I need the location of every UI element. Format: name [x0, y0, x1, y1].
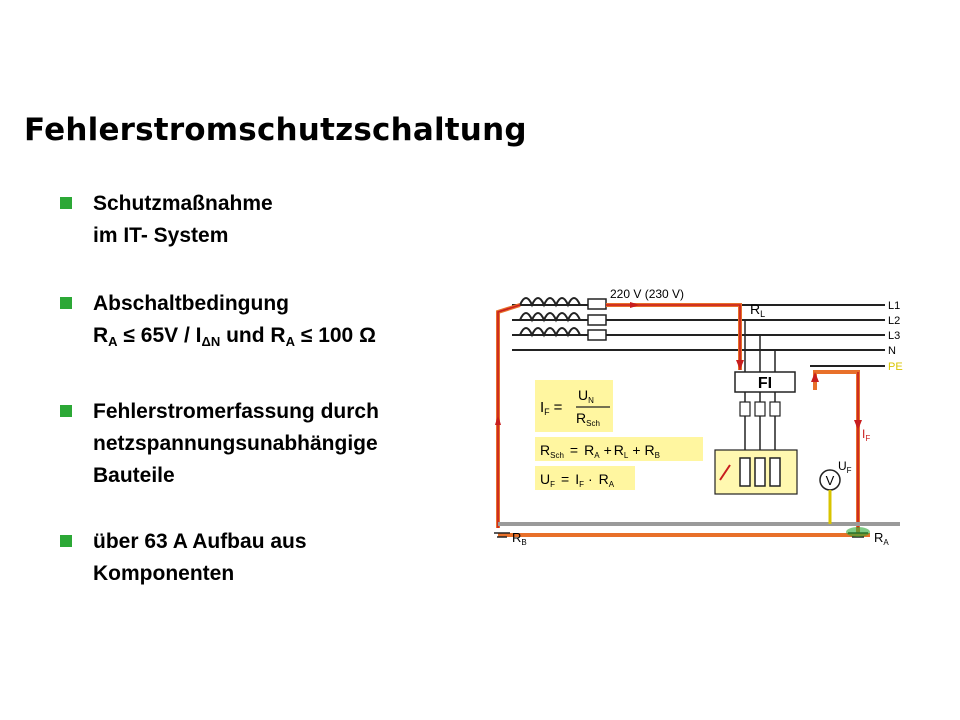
le-symbol: ≤ [123, 324, 135, 347]
fi-breaker-box [734, 371, 796, 393]
formula-if-den: RSch [576, 410, 600, 428]
r-symbol: R [93, 324, 109, 347]
fault-current-red [497, 304, 859, 528]
circuit-diagram: FI V 220 V (230 V) L1 L2 L3 N PE RL IF U… [490, 280, 910, 570]
formula-if-num: UN [578, 387, 594, 405]
a-subscript: A [285, 334, 295, 349]
a-subscript: A [108, 334, 118, 349]
label-l2: L2 [888, 315, 900, 327]
value-65v: 65V / [140, 324, 190, 347]
label-ra: RA [874, 530, 889, 547]
resistor-icons [739, 457, 781, 487]
r-symbol: R [270, 324, 286, 347]
bullet-it-system: Schutzmaßnahme im IT- System [60, 188, 273, 252]
bullet-text: Bauteile [93, 464, 175, 487]
value-100: 100 [318, 324, 354, 347]
bullet-text: im IT- System [93, 224, 229, 247]
label-rb: RB [512, 530, 527, 547]
fi-label: FI [758, 375, 772, 392]
bullet-square-icon [60, 297, 72, 309]
fault-icon [719, 464, 731, 481]
formula-uf: UF=IF·RA [540, 471, 615, 489]
bullet-fehlerstromerfassung: Fehlerstromerfassung durch netzspannungs… [60, 396, 379, 492]
label-rl: RL [750, 301, 765, 319]
transformer-coils-icon [519, 297, 581, 338]
voltmeter-label: V [826, 473, 835, 488]
fuse-icons [587, 298, 607, 341]
bullet-square-icon [60, 197, 72, 209]
formula-uf-box [535, 466, 635, 490]
ohm-symbol: Ω [359, 324, 376, 347]
und-word: und [226, 324, 265, 347]
bullet-square-icon [60, 535, 72, 547]
voltage-label: 220 V (230 V) [610, 287, 684, 301]
label-l3: L3 [888, 330, 900, 342]
label-if: IF [862, 427, 870, 443]
label-pe: PE [888, 361, 903, 373]
bullet-text: netzspannungsunabhängige [93, 432, 378, 455]
formula-if-box [535, 380, 613, 432]
condition-formula: RA ≤ 65V / IΔN und RA ≤ 100 Ω [93, 320, 376, 358]
formula-rsch: RSch=RA+RL+RB [540, 442, 660, 460]
contact-icons [739, 401, 781, 417]
i-symbol: I [195, 324, 202, 347]
dn-subscript: ΔN [201, 334, 221, 349]
label-n: N [888, 345, 896, 357]
bullet-square-icon [60, 405, 72, 417]
bullet-abschaltbedingung: Abschaltbedingung RA ≤ 65V / IΔN und RA … [60, 288, 376, 358]
page-title: Fehlerstromschutzschaltung [24, 112, 527, 148]
bullet-text: Abschaltbedingung [93, 292, 289, 315]
label-l1: L1 [888, 300, 900, 312]
le-symbol: ≤ [300, 324, 313, 347]
bullet-komponenten: über 63 A Aufbau aus Komponenten [60, 526, 307, 590]
bullet-text: Komponenten [93, 562, 235, 585]
bullet-text: Fehlerstromerfassung durch [93, 400, 379, 423]
bullet-text: Schutzmaßnahme [93, 192, 273, 215]
label-uf: UF [838, 459, 852, 475]
formula-if-lhs: IF= [540, 399, 563, 417]
formula-rsch-box [535, 437, 703, 461]
earth-electrode-icon [846, 527, 870, 537]
current-arrow-icons [495, 302, 862, 430]
bullet-text: über 63 A Aufbau aus [93, 530, 307, 553]
